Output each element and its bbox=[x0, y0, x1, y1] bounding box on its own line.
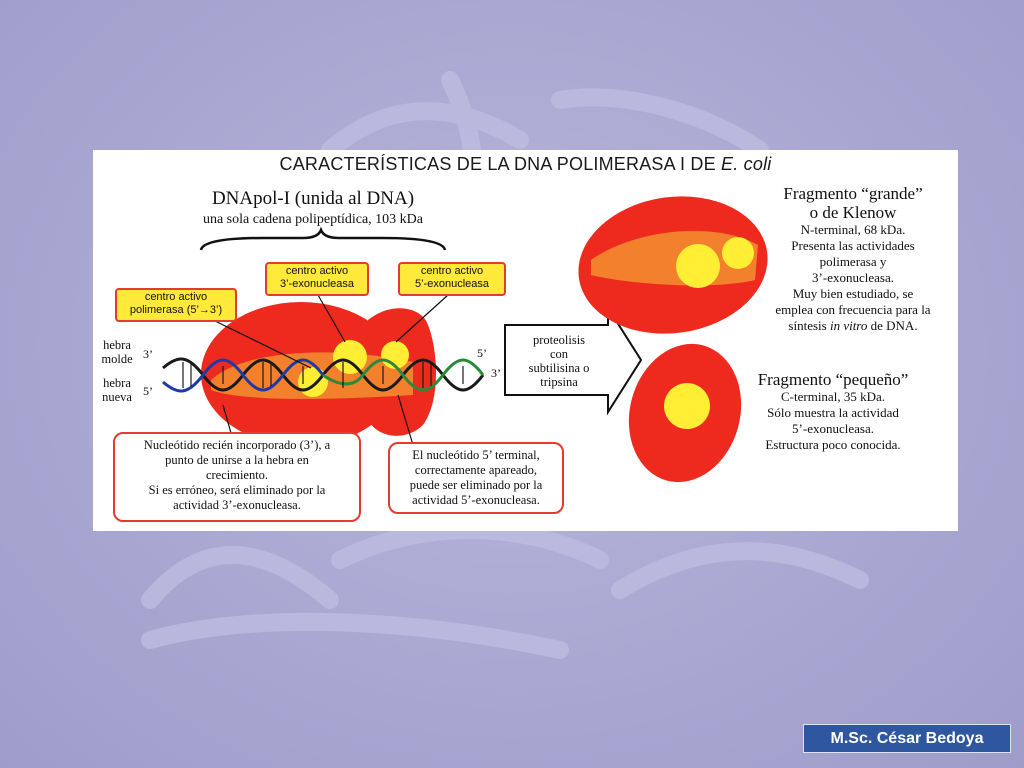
large-fragment-line: Presenta las actividades bbox=[791, 238, 915, 253]
new-strand-label: hebra nueva bbox=[95, 376, 139, 404]
large-fragment-site-2 bbox=[722, 237, 754, 269]
large-fragment-line: 3’-exonucleasa. bbox=[812, 270, 894, 285]
callout-exo3-site: centro activo 3’-exonucleasa bbox=[265, 262, 369, 296]
arrow-line: proteolisis bbox=[532, 333, 586, 347]
large-fragment-site-1 bbox=[676, 244, 720, 288]
large-fragment-line: Muy bien estudiado, se bbox=[792, 286, 914, 301]
note-line: Si es erróneo, será eliminado por la bbox=[148, 483, 326, 497]
note-incorporated-nucleotide: Nucleótido recién incorporado (3’), a pu… bbox=[113, 432, 361, 522]
last-line-italic: in vitro bbox=[829, 318, 868, 333]
small-fragment-line: Estructura poco conocida. bbox=[765, 437, 901, 452]
proteolysis-arrow bbox=[504, 304, 643, 416]
proteolysis-text: proteolisis con subtilisina o tripsina bbox=[513, 333, 605, 389]
small-fragment-title: Fragmento “pequeño” bbox=[757, 370, 909, 389]
enzyme-name: DNApol-I (unida al DNA) bbox=[211, 188, 415, 209]
large-fragment-line: polimerasa y bbox=[819, 254, 887, 269]
note-line: actividad 5’-exonucleasa. bbox=[412, 493, 540, 507]
callout-line: centro activo bbox=[420, 265, 484, 277]
small-fragment-line: C-terminal, 35 kDa. bbox=[781, 389, 885, 404]
large-fragment-text: Fragmento “grande” o de Klenow N-termina… bbox=[753, 184, 953, 334]
note-line: correctamente apareado, bbox=[414, 463, 538, 477]
note-line: actividad 3’-exonucleasa. bbox=[173, 498, 301, 512]
small-fragment-text: Fragmento “pequeño” C-terminal, 35 kDa. … bbox=[733, 370, 933, 453]
author-badge: M.Sc. César Bedoya bbox=[803, 724, 1011, 753]
enzyme-description: una sola cadena polipeptídica, 103 kDa bbox=[202, 212, 424, 227]
note-line: Nucleótido recién incorporado (3’), a bbox=[143, 438, 331, 452]
callout-line: centro activo bbox=[144, 291, 208, 303]
large-fragment-subtitle: o de Klenow bbox=[809, 203, 897, 222]
callout-polymerase-site: centro activo polimerasa (5’→3’) bbox=[115, 288, 237, 322]
label-line: molde bbox=[101, 352, 133, 366]
label-line: hebra bbox=[103, 338, 131, 352]
arrow-line: subtilisina o bbox=[528, 361, 590, 375]
label-line: hebra bbox=[103, 376, 131, 390]
exo3-site bbox=[333, 340, 367, 374]
note-line: puede ser eliminado por la bbox=[409, 478, 543, 492]
strand-end-left-bottom: 5’ bbox=[143, 384, 153, 398]
arrow-line: con bbox=[549, 347, 569, 361]
callout-line: centro activo bbox=[285, 265, 349, 277]
small-fragment-site bbox=[664, 383, 710, 429]
large-fragment-line: N-terminal, 68 kDa. bbox=[800, 222, 906, 237]
enzyme-illustration bbox=[162, 196, 768, 483]
arrow-line: tripsina bbox=[540, 375, 578, 389]
callout-line: 5’-exonucleasa bbox=[415, 278, 489, 290]
dna-helix bbox=[162, 357, 485, 393]
diagram-panel: CARACTERÍSTICAS DE LA DNA POLIMERASA I D… bbox=[93, 150, 958, 531]
title-text: CARACTERÍSTICAS DE LA DNA POLIMERASA I D… bbox=[279, 154, 722, 174]
callout-exo5-site: centro activo 5’-exonucleasa bbox=[398, 262, 506, 296]
strand-end-right-bottom: 3’ bbox=[491, 366, 501, 380]
large-fragment-title: Fragmento “grande” bbox=[783, 184, 923, 203]
small-fragment-line: 5’-exonucleasa. bbox=[792, 421, 874, 436]
note-terminal-nucleotide: El nucleótido 5’ terminal, correctamente… bbox=[388, 442, 564, 514]
small-fragment-line: Sólo muestra la actividad bbox=[767, 405, 899, 420]
large-fragment-last-line: síntesis in vitro de DNA. bbox=[753, 318, 953, 334]
last-line-pre: síntesis bbox=[788, 318, 830, 333]
note-line: El nucleótido 5’ terminal, bbox=[412, 448, 540, 462]
brace-icon bbox=[199, 226, 447, 251]
large-fragment-line: emplea con frecuencia para la bbox=[775, 302, 931, 317]
strand-end-right-top: 5’ bbox=[477, 346, 487, 360]
last-line-post: de DNA. bbox=[867, 318, 918, 333]
note-line: crecimiento. bbox=[205, 468, 269, 482]
template-strand-label: hebra molde bbox=[95, 338, 139, 366]
strand-end-left-top: 3’ bbox=[143, 347, 153, 361]
note-line: punto de unirse a la hebra en bbox=[165, 453, 309, 467]
callout-line: polimerasa (5’→3’) bbox=[129, 304, 223, 316]
label-line: nueva bbox=[102, 390, 132, 404]
diagram-title: CARACTERÍSTICAS DE LA DNA POLIMERASA I D… bbox=[93, 154, 958, 175]
title-species: E. coli bbox=[721, 154, 772, 174]
callout-line: 3’-exonucleasa bbox=[280, 278, 354, 290]
